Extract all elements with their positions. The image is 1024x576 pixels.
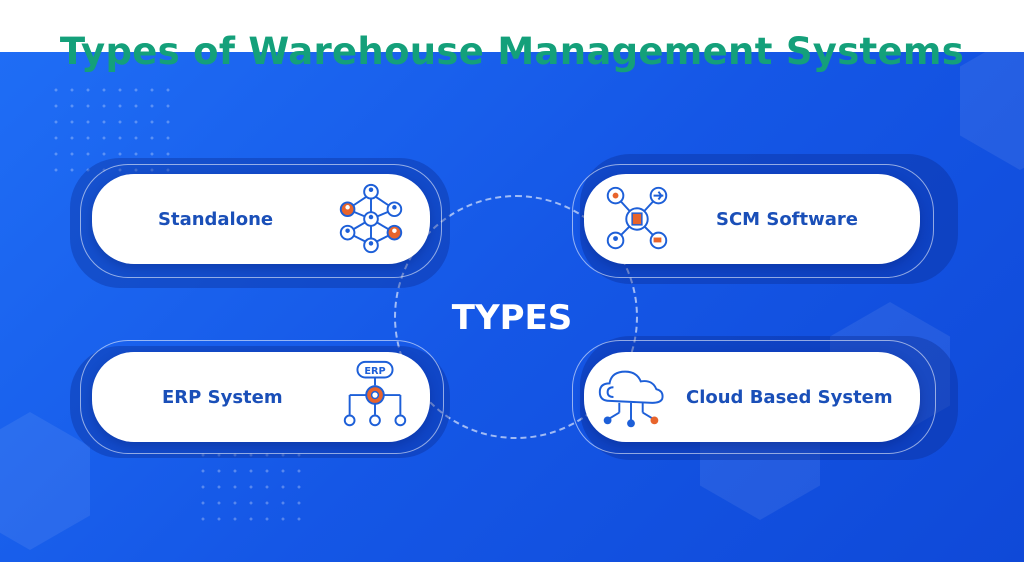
- dot-pattern: [195, 447, 305, 527]
- network-people-icon: [332, 180, 410, 258]
- card-scm-software: SCM Software: [584, 174, 920, 264]
- types-label: TYPES: [451, 298, 573, 338]
- card-outline: [572, 340, 936, 454]
- card-label: SCM Software: [716, 208, 858, 230]
- page-title: Types of Warehouse Management Systems: [59, 30, 965, 73]
- card-label: Cloud Based System: [686, 386, 893, 408]
- card-label: ERP System: [162, 386, 283, 408]
- card-standalone: Standalone: [92, 174, 430, 264]
- cloud-network-icon: [592, 358, 670, 436]
- dot-pattern: [48, 82, 178, 172]
- erp-badge: ERP: [364, 366, 385, 377]
- center-dashed-ring: [394, 195, 638, 439]
- card-label: Standalone: [158, 208, 274, 230]
- card-outline: [80, 164, 442, 278]
- card-erp-system: ERP System ERP: [92, 352, 430, 442]
- card-outline: [572, 164, 934, 278]
- card-outline: [80, 340, 444, 454]
- supply-chain-icon: [598, 180, 676, 258]
- card-cloud-based-system: Cloud Based System: [584, 352, 920, 442]
- erp-gear-icon: ERP: [336, 358, 414, 436]
